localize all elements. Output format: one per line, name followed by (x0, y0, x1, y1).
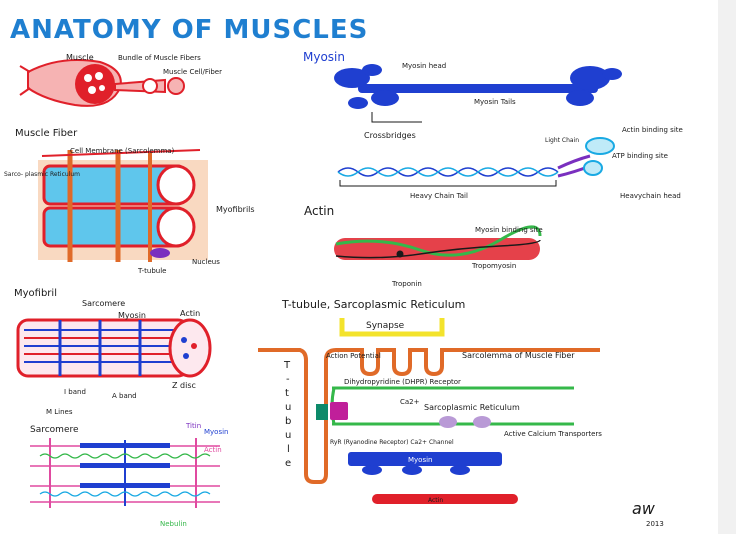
page-title: ANATOMY OF MUSCLES (10, 15, 368, 45)
page-edge (718, 0, 736, 534)
label-sarcolemma: Sarcolemma of Muscle Fiber (462, 351, 575, 360)
label-ryr: RyR (Ryanodine Receptor) Ca2+ Channel (330, 439, 454, 446)
label-z-disc: Z disc (172, 381, 196, 390)
label-i-band: I band (64, 388, 86, 396)
label-heavy-chain-head: Heavychain head (620, 192, 681, 200)
ttubule-title: T-tubule, Sarcoplasmic Reticulum (281, 298, 465, 311)
svg-text:l: l (287, 444, 290, 455)
myofibril-illustration (16, 318, 212, 378)
svg-text:t: t (285, 388, 289, 399)
t-tubule-structure (258, 348, 600, 504)
heavy-chain-helix (337, 137, 615, 178)
actin-filament (334, 225, 542, 260)
label-atp-binding-site: ATP binding site (612, 152, 668, 160)
label-nucleus: Nucleus (192, 258, 220, 266)
label-nebulin: Nebulin (160, 520, 187, 528)
label-cell-membrane: Cell Membrane (Sarcolemma) (70, 147, 175, 155)
signature-initials: aw (632, 499, 656, 518)
label-myosin-head: Myosin head (402, 62, 446, 70)
muscle-illustration (19, 59, 185, 107)
label-light-chain: Light Chain (545, 137, 579, 144)
sarcomere-title: Sarcomere (30, 425, 79, 435)
label-myofibrils: Myofibrils (216, 205, 255, 214)
label-synapse: Synapse (366, 321, 405, 331)
label-active-transporters: Active Calcium Transporters (504, 430, 602, 438)
label-sarcomere-myosin: Myosin (204, 428, 229, 436)
label-sarcomere-actin: Actin (204, 446, 222, 454)
label-fiber-sr: Sarco- plasmic Reticulum (4, 171, 80, 178)
label-muscle: Muscle (66, 53, 94, 62)
svg-text:T: T (283, 360, 291, 371)
label-a-band: A band (112, 392, 137, 400)
label-troponin: Troponin (391, 280, 422, 288)
label-ttubule-myosin: Myosin (408, 456, 433, 464)
label-myosin-binding-site: Myosin binding site (475, 226, 543, 234)
muscle-fiber-illustration (38, 149, 208, 262)
svg-text:-: - (286, 374, 290, 385)
label-crossbridges: Crossbridges (364, 131, 416, 140)
myosin-molecule (334, 64, 622, 109)
signature-year: 2013 (646, 520, 664, 528)
label-myosin-tails: Myosin Tails (474, 98, 516, 106)
label-bundle: Bundle of Muscle Fibers (118, 54, 201, 62)
myosin-title: Myosin (303, 50, 345, 64)
label-titin: Titin (185, 422, 201, 430)
label-muscle-cell: Muscle Cell/Fiber (163, 68, 222, 76)
label-fiber-ttubule: T-tubule (137, 267, 166, 275)
label-tropomyosin: Tropomyosin (471, 262, 516, 270)
label-dhpr: Dihydropyridine (DHPR) Receptor (344, 378, 461, 386)
sarcomere-illustration (30, 438, 220, 508)
svg-text:u: u (285, 402, 291, 413)
label-myofibril-actin: Actin (180, 309, 200, 318)
label-myofibril-myosin: Myosin (118, 311, 146, 320)
myofibril-title: Myofibril (14, 288, 57, 299)
fiber-title: Muscle Fiber (15, 128, 78, 139)
svg-text:u: u (285, 430, 291, 441)
label-ca: Ca2+ (400, 398, 420, 406)
svg-text:b: b (285, 416, 291, 427)
label-m-lines: M Lines (46, 408, 73, 416)
actin-title: Actin (304, 204, 334, 218)
label-myofibril-sarcomere: Sarcomere (82, 299, 125, 308)
label-sr: Sarcoplasmic Reticulum (424, 403, 520, 412)
label-action-potential: Action Potential (326, 352, 381, 360)
svg-text:e: e (285, 458, 291, 469)
label-actin-binding-site: Actin binding site (622, 126, 683, 134)
t-tubule-vertical-label: T - t u b u l e (283, 360, 291, 469)
label-ttubule-actin: Actin (428, 497, 443, 504)
label-heavy-chain-tail: Heavy Chain Tail (410, 192, 468, 200)
